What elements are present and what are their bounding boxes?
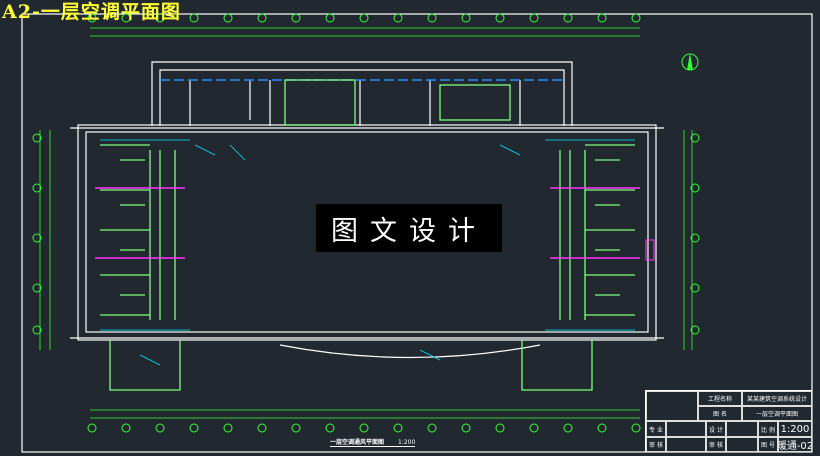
axis-bubble — [597, 13, 607, 23]
axis-bubble — [32, 183, 42, 193]
axis-bubble — [631, 423, 641, 433]
pipe-runs — [95, 187, 640, 259]
plan-caption-scale: 1:200 — [398, 439, 416, 446]
axis-bubble — [690, 233, 700, 243]
tb-blank — [646, 391, 698, 421]
axis-bubble — [427, 423, 437, 433]
axis-bubble — [393, 13, 403, 23]
axis-bubble — [155, 13, 165, 23]
axis-bubble — [359, 13, 369, 23]
axis-bubble — [690, 133, 700, 143]
axis-bubble — [257, 13, 267, 23]
axis-bubble — [597, 423, 607, 433]
tb-discipline-value — [666, 421, 706, 437]
axis-bubble — [291, 13, 301, 23]
tb-number-value: 暖通-02 — [778, 437, 812, 452]
axis-bubble — [690, 183, 700, 193]
axis-bubble — [32, 233, 42, 243]
axis-bubble — [325, 13, 335, 23]
axis-bubble — [690, 325, 700, 335]
axis-bubble — [32, 325, 42, 335]
axis-bubble — [393, 423, 403, 433]
axis-bubble — [121, 423, 131, 433]
axis-bubble — [121, 13, 131, 23]
axis-bubble — [257, 423, 267, 433]
axis-bubble — [359, 423, 369, 433]
watermark: 图文设计 — [316, 204, 502, 252]
axis-bubble — [461, 423, 471, 433]
building-walls — [70, 61, 664, 359]
north-arrow — [681, 53, 699, 71]
axis-bubble — [189, 13, 199, 23]
tb-review-label: 审 核 — [646, 437, 666, 452]
axis-bubble — [155, 423, 165, 433]
dimension-lines — [39, 27, 693, 419]
plan-caption: 一层空调通风平面图 1:200 — [330, 437, 416, 447]
supply-branches — [100, 139, 635, 366]
axis-bubble — [495, 423, 505, 433]
tb-review-value — [666, 437, 706, 452]
tb-drawing-label: 图 名 — [698, 406, 742, 421]
axis-bubble — [563, 423, 573, 433]
axis-bubble — [495, 13, 505, 23]
tb-project-label: 工程名称 — [698, 391, 742, 406]
axis-bubble — [631, 13, 641, 23]
tb-design-label: 设 计 — [706, 421, 726, 437]
axis-bubble — [529, 423, 539, 433]
axis-bubble — [427, 13, 437, 23]
axis-bubble — [690, 283, 700, 293]
tb-number-label: 图 号 — [758, 437, 778, 452]
tb-scale-value: 1:200 — [778, 421, 812, 437]
equipment-marker — [645, 239, 655, 261]
tb-project-value: 某某建筑空调系统设计 — [742, 391, 812, 406]
axis-bubble — [223, 13, 233, 23]
tb-check-label: 审 核 — [706, 437, 726, 452]
axis-bubble — [529, 13, 539, 23]
tb-drawing-value: 一层空调平面图 — [742, 406, 812, 421]
axis-bubble — [563, 13, 573, 23]
plan-caption-title: 一层空调通风平面图 — [330, 439, 385, 446]
axis-bubble — [87, 423, 97, 433]
axis-bubble — [189, 423, 199, 433]
axis-bubble — [87, 13, 97, 23]
axis-bubble — [32, 133, 42, 143]
title-block: 工程名称 某某建筑空调系统设计 图 名 一层空调平面图 专 业 设 计 比 例 … — [645, 390, 812, 452]
axis-bubble — [291, 423, 301, 433]
sheet-title: A2-一层空调平面图 — [2, 1, 181, 23]
axis-bubble — [461, 13, 471, 23]
tb-scale-label: 比 例 — [758, 421, 778, 437]
tb-check-value — [726, 437, 758, 452]
tb-design-value — [726, 421, 758, 437]
axis-bubbles — [32, 13, 700, 433]
sheet-border — [21, 13, 813, 453]
tb-discipline-label: 专 业 — [646, 421, 666, 437]
axis-bubble — [325, 423, 335, 433]
axis-bubble — [32, 283, 42, 293]
axis-bubble — [223, 423, 233, 433]
hvac-ducts — [100, 79, 635, 391]
